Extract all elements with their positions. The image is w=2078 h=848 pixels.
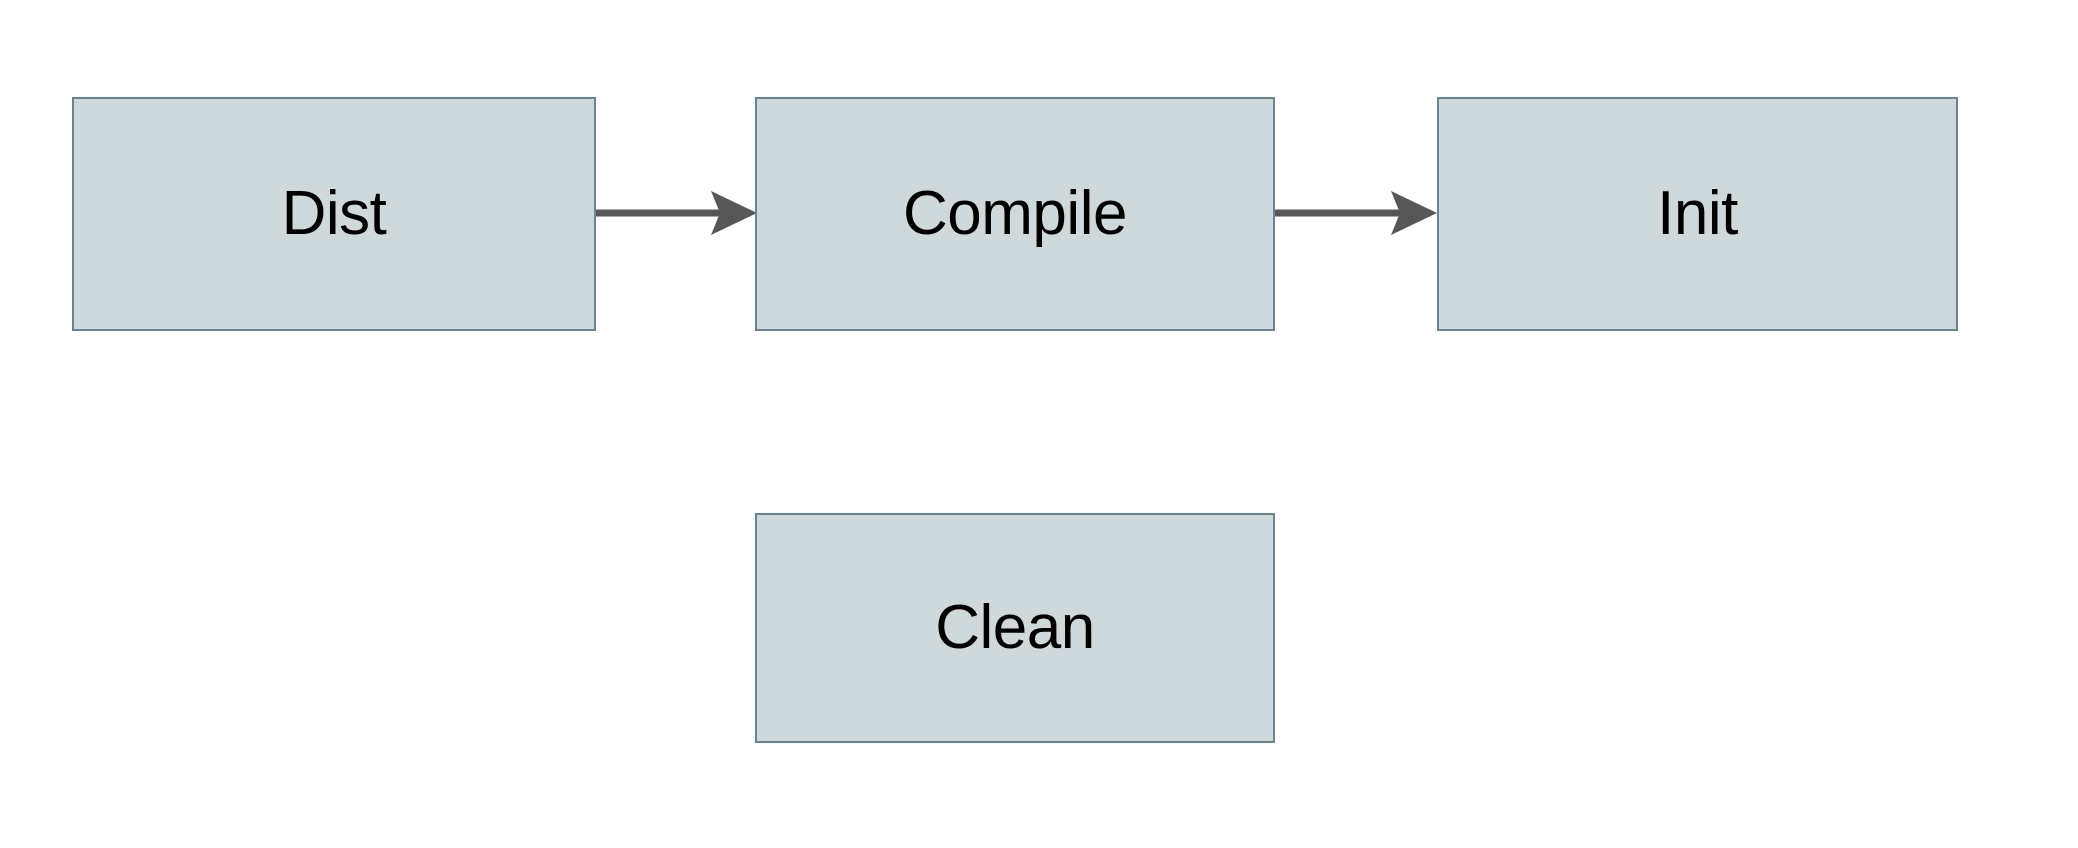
arrowhead-icon: [711, 191, 757, 235]
node-compile[interactable]: Compile: [755, 97, 1275, 331]
node-label: Init: [1657, 179, 1738, 248]
edge-compile-to-init[interactable]: [1275, 183, 1437, 243]
node-dist[interactable]: Dist: [72, 97, 596, 331]
edge-dist-to-compile[interactable]: [596, 183, 757, 243]
node-clean[interactable]: Clean: [755, 513, 1275, 743]
node-label: Dist: [281, 179, 387, 248]
arrowhead-icon: [1391, 191, 1437, 235]
node-init[interactable]: Init: [1437, 97, 1958, 331]
node-label: Clean: [935, 593, 1095, 662]
node-label: Compile: [903, 179, 1127, 248]
